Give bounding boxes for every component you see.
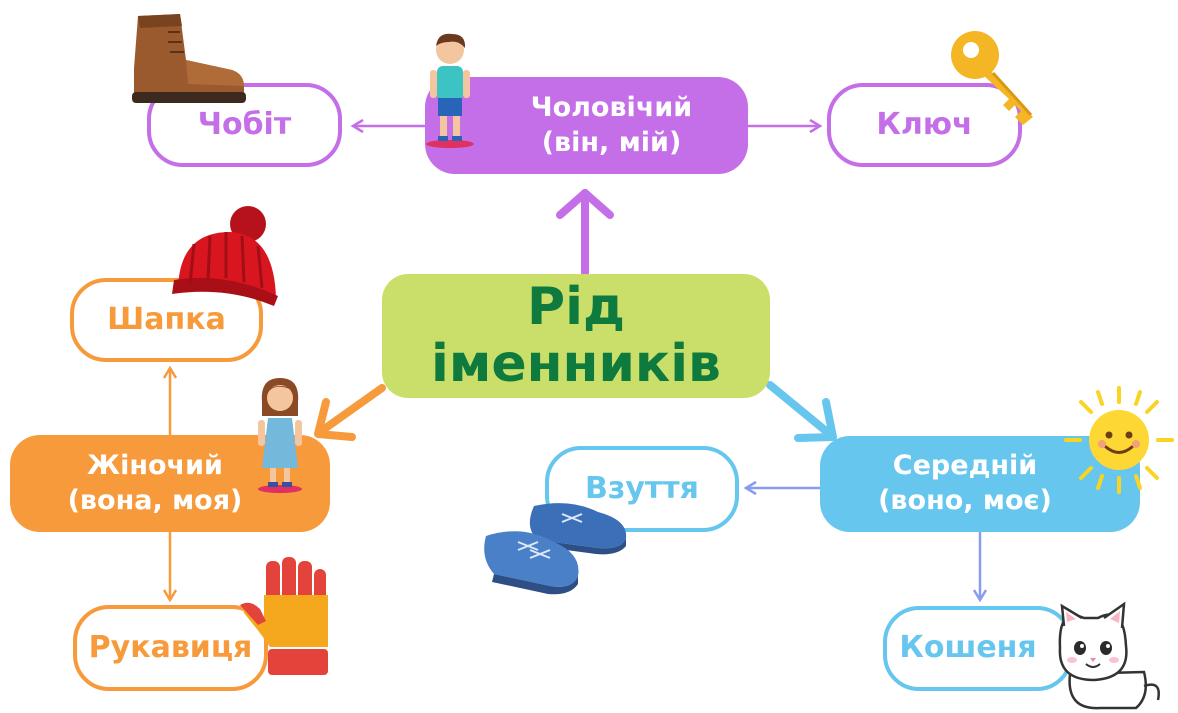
example-glove-label: Рукавиця: [88, 629, 253, 665]
kitten-icon: [1058, 601, 1160, 710]
example-shoes-label: Взуття: [585, 470, 699, 506]
key-icon: [951, 31, 1033, 125]
masculine-title: Чоловічий: [530, 91, 693, 123]
girl-icon: [258, 378, 302, 493]
example-kitten-label: Кошеня: [899, 630, 1037, 666]
neuter-title: Середній: [892, 450, 1038, 482]
sun-icon: [1064, 386, 1174, 494]
boot-icon: [132, 14, 246, 103]
example-hat-label: Шапка: [107, 301, 226, 337]
example-glove: Рукавиця: [73, 605, 268, 691]
hat-icon: [172, 206, 278, 306]
masculine-pronouns: (він, мій): [541, 126, 682, 158]
neuter-pronouns: (воно, моє): [878, 485, 1052, 516]
neuter-node: Середній (воно, моє): [820, 436, 1140, 532]
glove-icon: [240, 557, 328, 675]
center-line-2: іменників: [431, 334, 721, 394]
example-boot-label: Чобіт: [197, 106, 292, 142]
center-line-1: Рід: [527, 276, 625, 337]
example-key-label: Ключ: [876, 106, 973, 142]
boy-icon: [426, 33, 474, 148]
sneakers-icon: [484, 503, 627, 595]
example-key: Ключ: [827, 83, 1022, 167]
feminine-title: Жіночий: [87, 449, 223, 481]
center-node: Рід іменників: [382, 274, 770, 398]
masculine-node: Чоловічий (він, мій): [425, 77, 748, 174]
example-kitten: Кошеня: [883, 606, 1073, 691]
feminine-pronouns: (вона, моя): [67, 484, 243, 516]
